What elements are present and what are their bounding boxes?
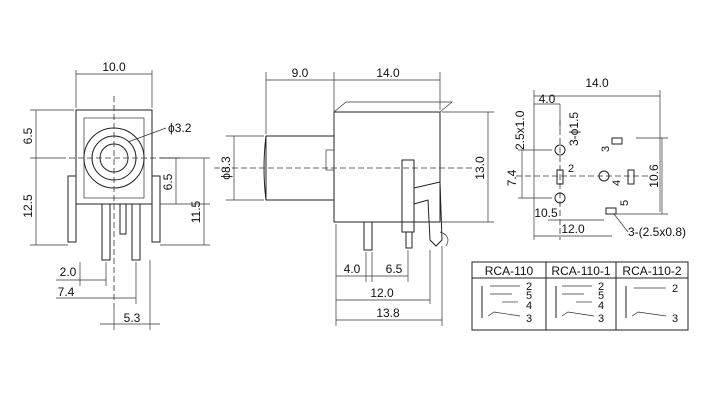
front-view: 10.0 6.5 12.5 ϕ3.2 6.5 11.5 2.0 7.4 5.3	[21, 60, 210, 330]
pcb-layout: 14.0 4.0 3-ϕ1.5 2.5x1.0 2 3 4 5 7.4 10.6…	[505, 76, 686, 240]
pcb-slot-right	[627, 169, 635, 185]
variant-110-2-pin-2: 2	[672, 283, 678, 295]
variant-header-110-2: RCA-110-2	[622, 264, 681, 278]
pcb-slots-note: 3-(2.5x0.8)	[628, 225, 686, 239]
pcb-width-label: 14.0	[585, 76, 609, 90]
front-tab-right	[151, 175, 161, 243]
variant-110-1-pin-4: 4	[598, 300, 604, 312]
pcb-slot-label: 2.5x1.0	[513, 110, 527, 150]
variant-110-pin-2: 2	[526, 281, 532, 293]
side-len-b-label: 13.8	[376, 306, 400, 320]
variant-110-pin-3: 3	[526, 313, 532, 325]
front-body-h-label: 11.5	[189, 200, 203, 223]
pcb-hole-dia-label: 3-ϕ1.5	[567, 112, 581, 146]
pcb-slot-bottom	[605, 207, 617, 215]
front-pin-left	[101, 203, 111, 261]
variant-110-1-pin-5: 5	[598, 290, 604, 302]
front-pin-off-label: 2.0	[60, 265, 77, 279]
variant-110-pin-5: 5	[526, 290, 532, 302]
front-tab-left	[67, 175, 77, 243]
side-view: 9.0 14.0 ϕ8.3 13.0 4.0 6.5 12.0 13.8	[214, 66, 494, 326]
pcb-height-label: 10.6	[647, 164, 661, 188]
variant-110-1-pin-2: 2	[598, 281, 604, 293]
side-body-label: 14.0	[376, 66, 400, 80]
front-pin-w-label: 5.3	[124, 311, 141, 325]
front-hole-label: ϕ3.2	[168, 121, 192, 135]
pcb-hole-off-label: 4.0	[539, 92, 556, 106]
pcb-pin-4: 4	[611, 180, 623, 186]
variant-110-pin-4: 4	[526, 300, 532, 312]
pcb-pin-5: 5	[619, 200, 631, 206]
front-pin-span-label: 7.4	[58, 285, 75, 299]
variant-header-110-1: RCA-110-1	[551, 264, 610, 278]
variants-table: RCA-110 RCA-110-1 RCA-110-2 2 5 4 3 2 5 …	[471, 261, 689, 331]
side-pin-b-label: 6.5	[386, 262, 403, 276]
variant-110-1-pin-3: 3	[598, 313, 604, 325]
front-pin-h-label: 6.5	[161, 173, 175, 190]
side-body	[333, 111, 441, 223]
variant-header-110: RCA-110	[485, 264, 534, 278]
side-dia-label: ϕ8.3	[219, 156, 233, 180]
side-pin-a-label: 4.0	[344, 262, 361, 276]
pcb-outer-label: 12.0	[561, 222, 585, 236]
side-height-label: 13.0	[473, 156, 487, 180]
front-width-label: 10.0	[102, 60, 126, 74]
side-len-a-label: 12.0	[370, 286, 394, 300]
pcb-pin-3: 3	[600, 146, 612, 152]
pcb-hole-top	[554, 144, 566, 156]
front-left-height-label: 12.5	[21, 194, 35, 218]
front-top-label: 6.5	[21, 127, 35, 144]
pcb-spacing-label: 7.4	[505, 169, 519, 186]
pcb-slot-top	[611, 137, 623, 145]
variant-110-2-pin-3: 3	[672, 313, 678, 325]
pcb-inner-label: 10.5	[534, 206, 558, 220]
pcb-pin-2: 2	[568, 163, 574, 175]
side-nose-label: 9.0	[292, 66, 309, 80]
front-pin-right	[131, 203, 141, 261]
